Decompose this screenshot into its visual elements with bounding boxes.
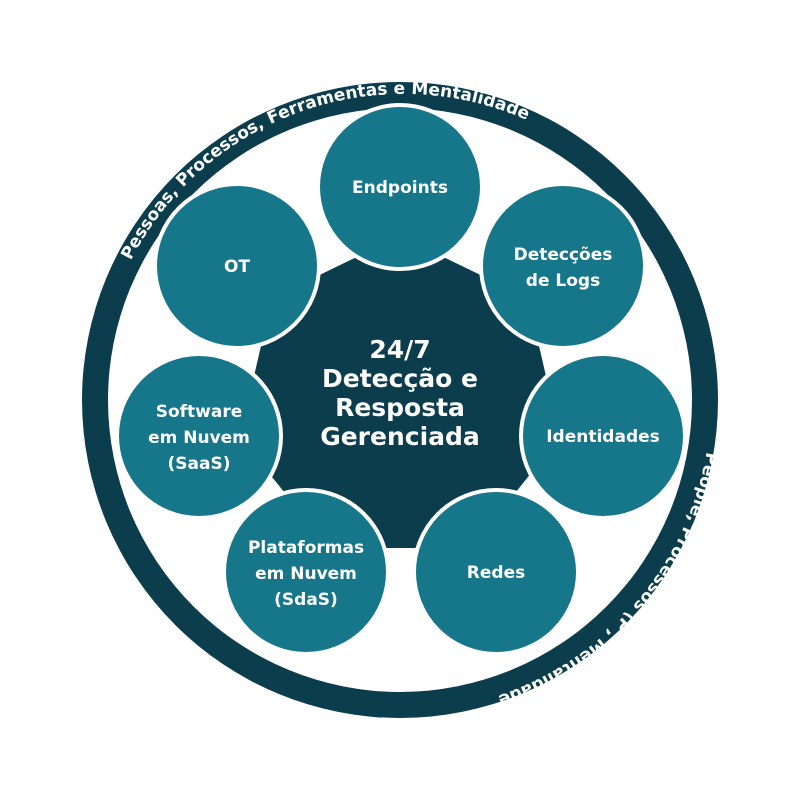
center-hub (240, 236, 560, 548)
node-circle (519, 352, 687, 520)
node-redes: Redes (412, 488, 580, 656)
node-circle (115, 352, 283, 520)
node-circle (479, 182, 647, 350)
center-title: 24/7 Detecção e Resposta Gerenciada (320, 335, 480, 451)
node-circle (412, 488, 580, 656)
node-plataformas-em-nuvem: Plataformas em Nuvem (SdaS) (222, 488, 390, 656)
center-line-3: Resposta (335, 393, 465, 422)
center-line-1: 24/7 (369, 335, 430, 364)
node-circle (153, 182, 321, 350)
center-line-4: Gerenciada (320, 422, 480, 451)
node-label: Software (156, 402, 243, 422)
node-ot: OT (153, 182, 321, 350)
node-endpoints: Endpoints (316, 103, 484, 271)
node-label: Identidades (546, 427, 660, 447)
node-label: Endpoints (352, 178, 448, 198)
node-circle (316, 103, 484, 271)
node-label: de Logs (526, 271, 600, 291)
node-identidades: Identidades (519, 352, 687, 520)
node-label: Redes (467, 563, 525, 583)
center-line-2: Detecção e (322, 364, 478, 393)
node-label: Plataformas (248, 538, 364, 558)
node-label: (SaaS) (168, 454, 231, 474)
node-label: (SdaS) (274, 590, 338, 610)
node-label: em Nuvem (255, 564, 357, 584)
node-circle (222, 488, 390, 656)
node-software-em-nuvem: Software em Nuvem (SaaS) (115, 352, 283, 520)
node-label: em Nuvem (148, 428, 250, 448)
node-label: OT (224, 257, 250, 277)
node-deteccoes-de-logs: Detecções de Logs (479, 182, 647, 350)
node-label: Detecções (514, 245, 613, 265)
